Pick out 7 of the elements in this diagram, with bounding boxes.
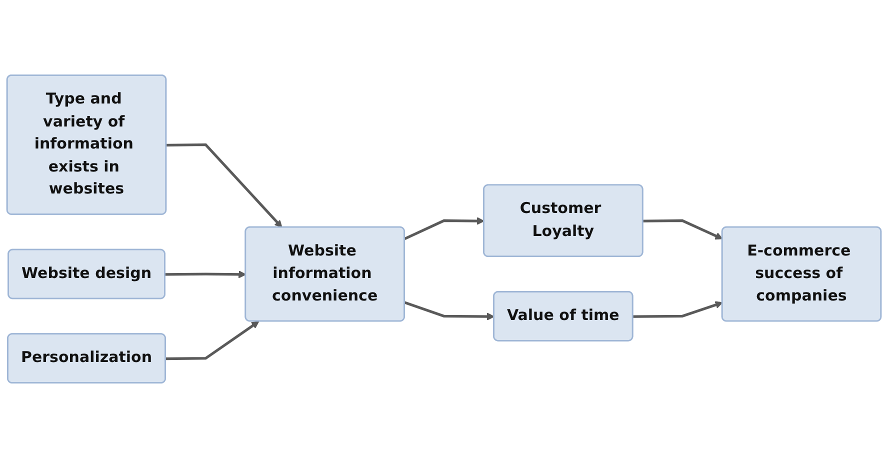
arrow [633,301,723,318]
arrow [404,217,485,240]
arrow [643,219,723,240]
arrow [166,143,282,228]
arrow [404,301,495,320]
arrow [165,270,246,278]
arrow [166,321,260,360]
